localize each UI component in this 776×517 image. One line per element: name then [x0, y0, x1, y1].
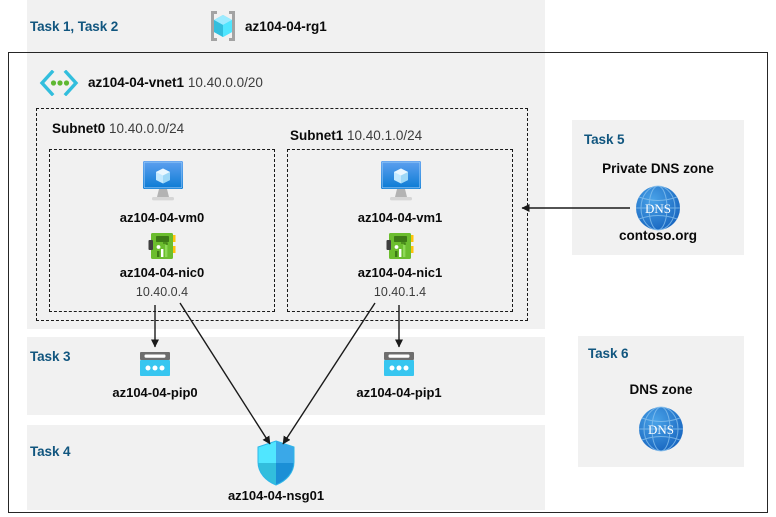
resource-group-header-panel [27, 0, 545, 52]
private-dns-title: Private DNS zone [602, 161, 714, 176]
network-security-group-icon [256, 440, 296, 486]
network-interface-icon [147, 232, 179, 262]
task-label-1-2: Task 1, Task 2 [30, 19, 119, 34]
task-label-6: Task 6 [588, 346, 629, 361]
vm1-label: az104-04-vm1 [357, 210, 443, 225]
subnet0-cidr: 10.40.0.0/24 [109, 121, 185, 136]
nic0-private-ip: 10.40.0.4 [135, 285, 189, 299]
vnet-header: az104-04-vnet1 10.40.0.0/20 [88, 75, 263, 90]
subnets-container [36, 108, 528, 321]
public-ip-icon [137, 350, 173, 380]
resource-group-name: az104-04-rg1 [245, 19, 327, 34]
virtual-network-icon [38, 70, 80, 96]
subnet0-name: Subnet0 [52, 121, 106, 136]
nic0-label: az104-04-nic0 [119, 265, 205, 280]
private-dns-name: contoso.org [619, 228, 697, 243]
network-interface-icon [385, 232, 417, 262]
subnet1-resources-box [287, 149, 513, 312]
task-label-5: Task 5 [584, 132, 625, 147]
vnet-address-space: 10.40.0.0/20 [187, 75, 263, 90]
task-label-3: Task 3 [30, 349, 71, 364]
subnet1-cidr: 10.40.1.0/24 [347, 128, 423, 143]
vm0-label: az104-04-vm0 [119, 210, 205, 225]
dns-icon-text: DNS [648, 422, 674, 437]
vnet-panel [27, 52, 545, 329]
subnet1-name: Subnet1 [290, 128, 344, 143]
subnet0-header: Subnet0 10.40.0.0/24 [52, 121, 184, 136]
public-ip-icon [381, 350, 417, 380]
nsg-label: az104-04-nsg01 [227, 488, 325, 503]
pip0-label: az104-04-pip0 [112, 385, 198, 400]
subnet0-resources-box [49, 149, 275, 312]
public-dns-title: DNS zone [629, 382, 693, 397]
dns-zone-icon: DNS [636, 404, 686, 454]
dns-icon-text: DNS [645, 201, 671, 216]
resource-group-border [8, 52, 768, 513]
resource-group-icon [205, 8, 241, 44]
pip1-label: az104-04-pip1 [356, 385, 442, 400]
nic1-private-ip: 10.40.1.4 [373, 285, 427, 299]
virtual-machine-icon [377, 159, 425, 203]
vnet-name: az104-04-vnet1 [88, 75, 185, 90]
virtual-machine-icon [139, 159, 187, 203]
dns-zone-icon: DNS [633, 183, 683, 233]
nic1-label: az104-04-nic1 [357, 265, 443, 280]
task-label-4: Task 4 [30, 444, 71, 459]
subnet1-header: Subnet1 10.40.1.0/24 [290, 128, 422, 143]
